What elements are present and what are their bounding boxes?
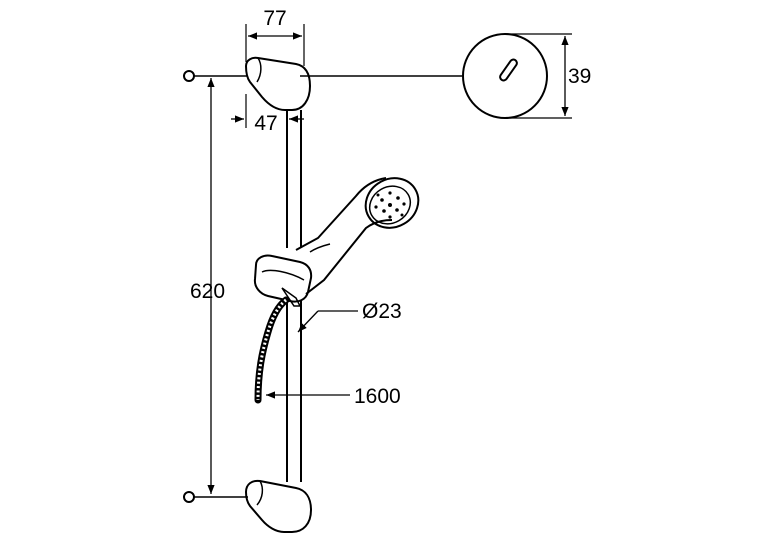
- hose-length-callout: 1600: [266, 385, 401, 408]
- top-wall-anchor: [183, 70, 248, 82]
- shower-hose: [254, 296, 290, 404]
- dimension-label-rosette: 39: [568, 65, 591, 88]
- bottom-wall-anchor: [183, 491, 248, 503]
- top-bracket: [244, 56, 312, 111]
- dimension-label-hose: 1600: [354, 385, 401, 408]
- offset-dimension: 47: [231, 94, 304, 135]
- spray-nozzles: [374, 191, 406, 219]
- dimension-label-width: 77: [263, 7, 286, 30]
- bottom-bracket: [244, 479, 313, 533]
- hand-shower: [295, 177, 420, 295]
- width-dimension: 77: [245, 7, 305, 66]
- wall-rosette: 39: [462, 33, 591, 119]
- dimension-label-height: 620: [190, 280, 225, 303]
- rail-diameter-callout: Ø23: [297, 300, 402, 333]
- dimension-label-diameter: Ø23: [362, 300, 402, 323]
- dimension-label-offset: 47: [254, 112, 277, 135]
